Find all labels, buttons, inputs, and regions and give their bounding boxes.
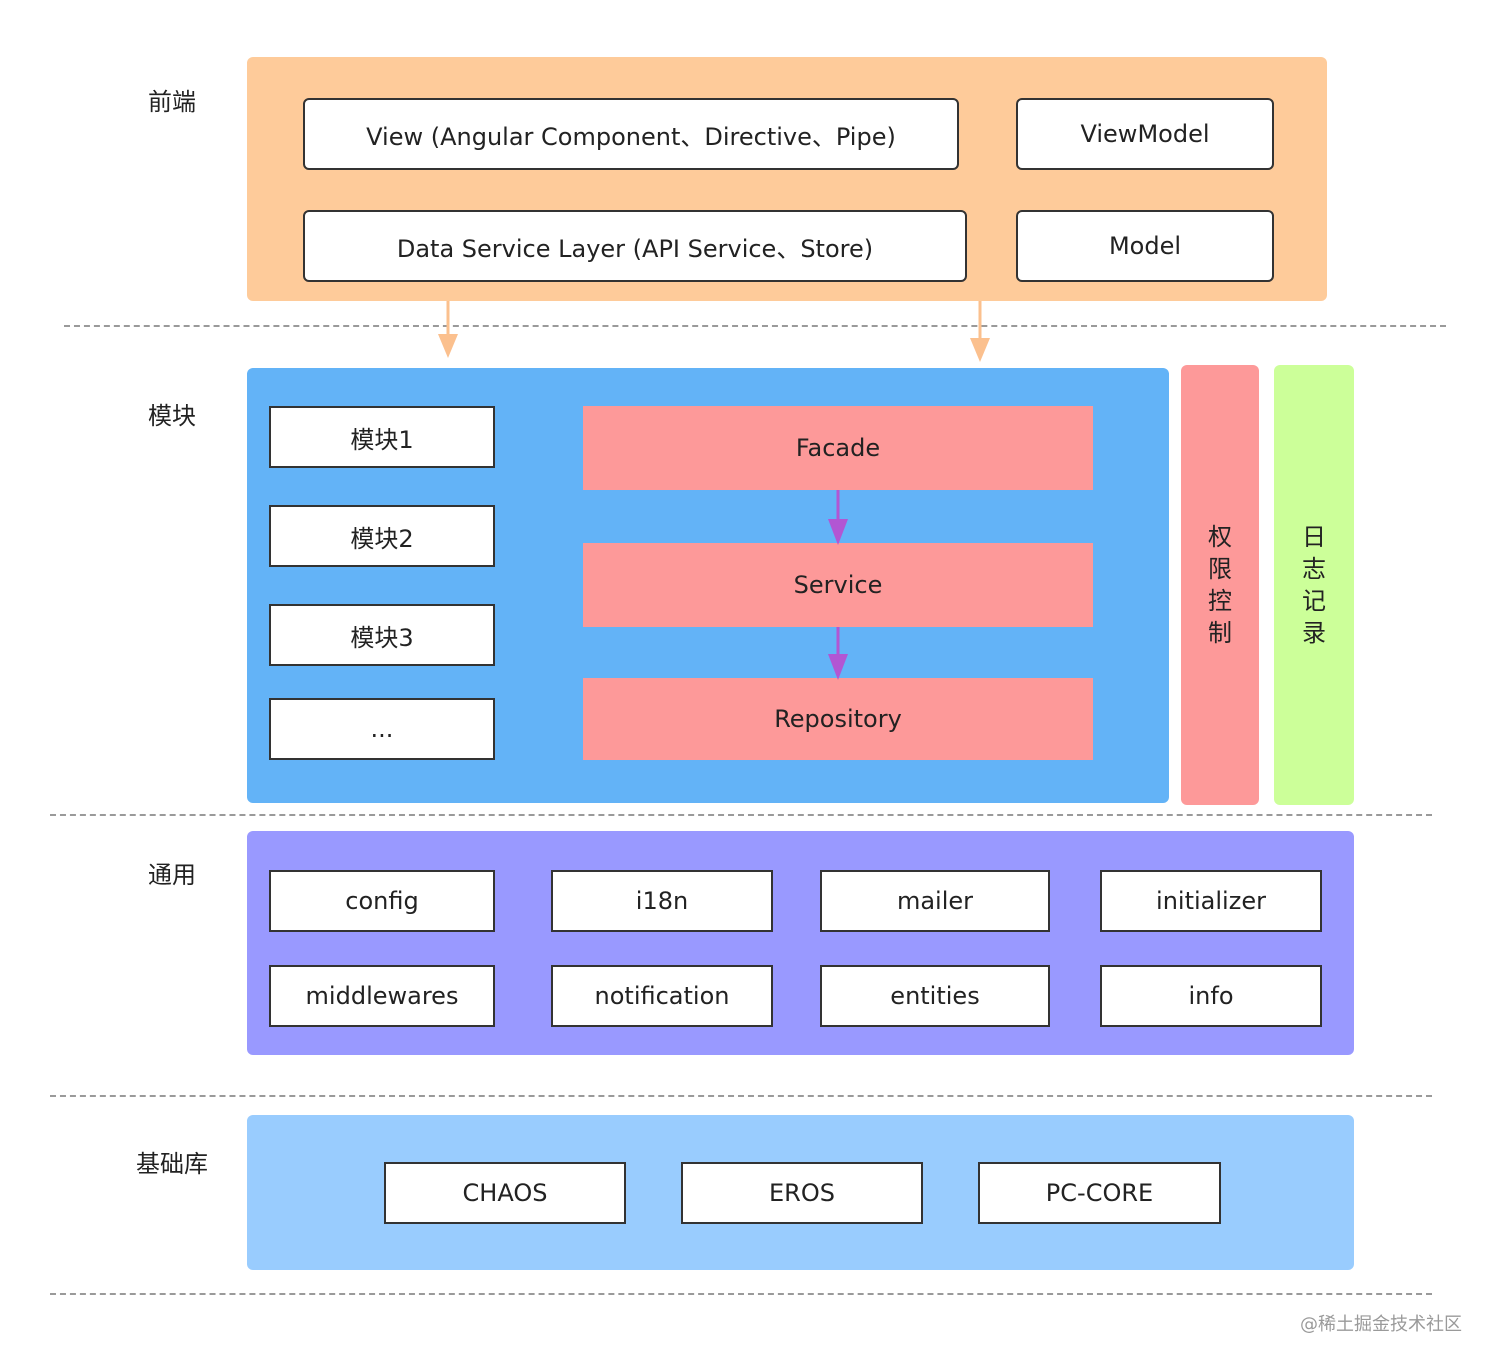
permission-char: 制 — [1208, 619, 1232, 647]
orange-arrow — [970, 301, 990, 362]
module-item: 模块1 — [269, 406, 495, 468]
permission-char: 控 — [1208, 587, 1232, 615]
purple-arrow — [828, 490, 848, 545]
separator-line — [64, 325, 1446, 327]
purple-arrow — [828, 627, 848, 680]
logging-char: 日 — [1302, 523, 1326, 551]
permission-char: 权 — [1208, 523, 1232, 551]
layer-label-modules: 模块 — [148, 402, 196, 430]
layer-label-base: 基础库 — [136, 1150, 208, 1178]
repository-box: Repository — [583, 678, 1093, 760]
logging-panel: 日 志 记 录 — [1274, 365, 1354, 805]
common-item: notification — [551, 965, 773, 1027]
common-item: middlewares — [269, 965, 495, 1027]
watermark: @稀土掘金技术社区 — [1300, 1314, 1462, 1335]
logging-char: 录 — [1302, 619, 1326, 647]
common-item: mailer — [820, 870, 1050, 932]
separator-line — [50, 1293, 1432, 1295]
common-item: i18n — [551, 870, 773, 932]
separator-line — [50, 814, 1432, 816]
module-item: 模块3 — [269, 604, 495, 666]
base-item: PC-CORE — [978, 1162, 1221, 1224]
permission-char: 限 — [1208, 555, 1232, 583]
base-item: EROS — [681, 1162, 923, 1224]
viewmodel-box: ViewModel — [1016, 98, 1274, 170]
view-box: View (Angular Component、Directive、Pipe) — [303, 98, 959, 170]
facade-box: Facade — [583, 406, 1093, 490]
module-item: ... — [269, 698, 495, 760]
model-box: Model — [1016, 210, 1274, 282]
module-item: 模块2 — [269, 505, 495, 567]
data-service-box: Data Service Layer (API Service、Store) — [303, 210, 967, 282]
common-item: info — [1100, 965, 1322, 1027]
service-box: Service — [583, 543, 1093, 627]
logging-char: 志 — [1302, 555, 1326, 583]
base-item: CHAOS — [384, 1162, 626, 1224]
logging-char: 记 — [1302, 587, 1326, 615]
layer-label-common: 通用 — [148, 861, 196, 889]
permission-panel: 权 限 控 制 — [1181, 365, 1259, 805]
layer-label-frontend: 前端 — [148, 88, 196, 116]
common-item: initializer — [1100, 870, 1322, 932]
separator-line — [50, 1095, 1432, 1097]
orange-arrow — [438, 301, 458, 358]
common-item: entities — [820, 965, 1050, 1027]
common-item: config — [269, 870, 495, 932]
